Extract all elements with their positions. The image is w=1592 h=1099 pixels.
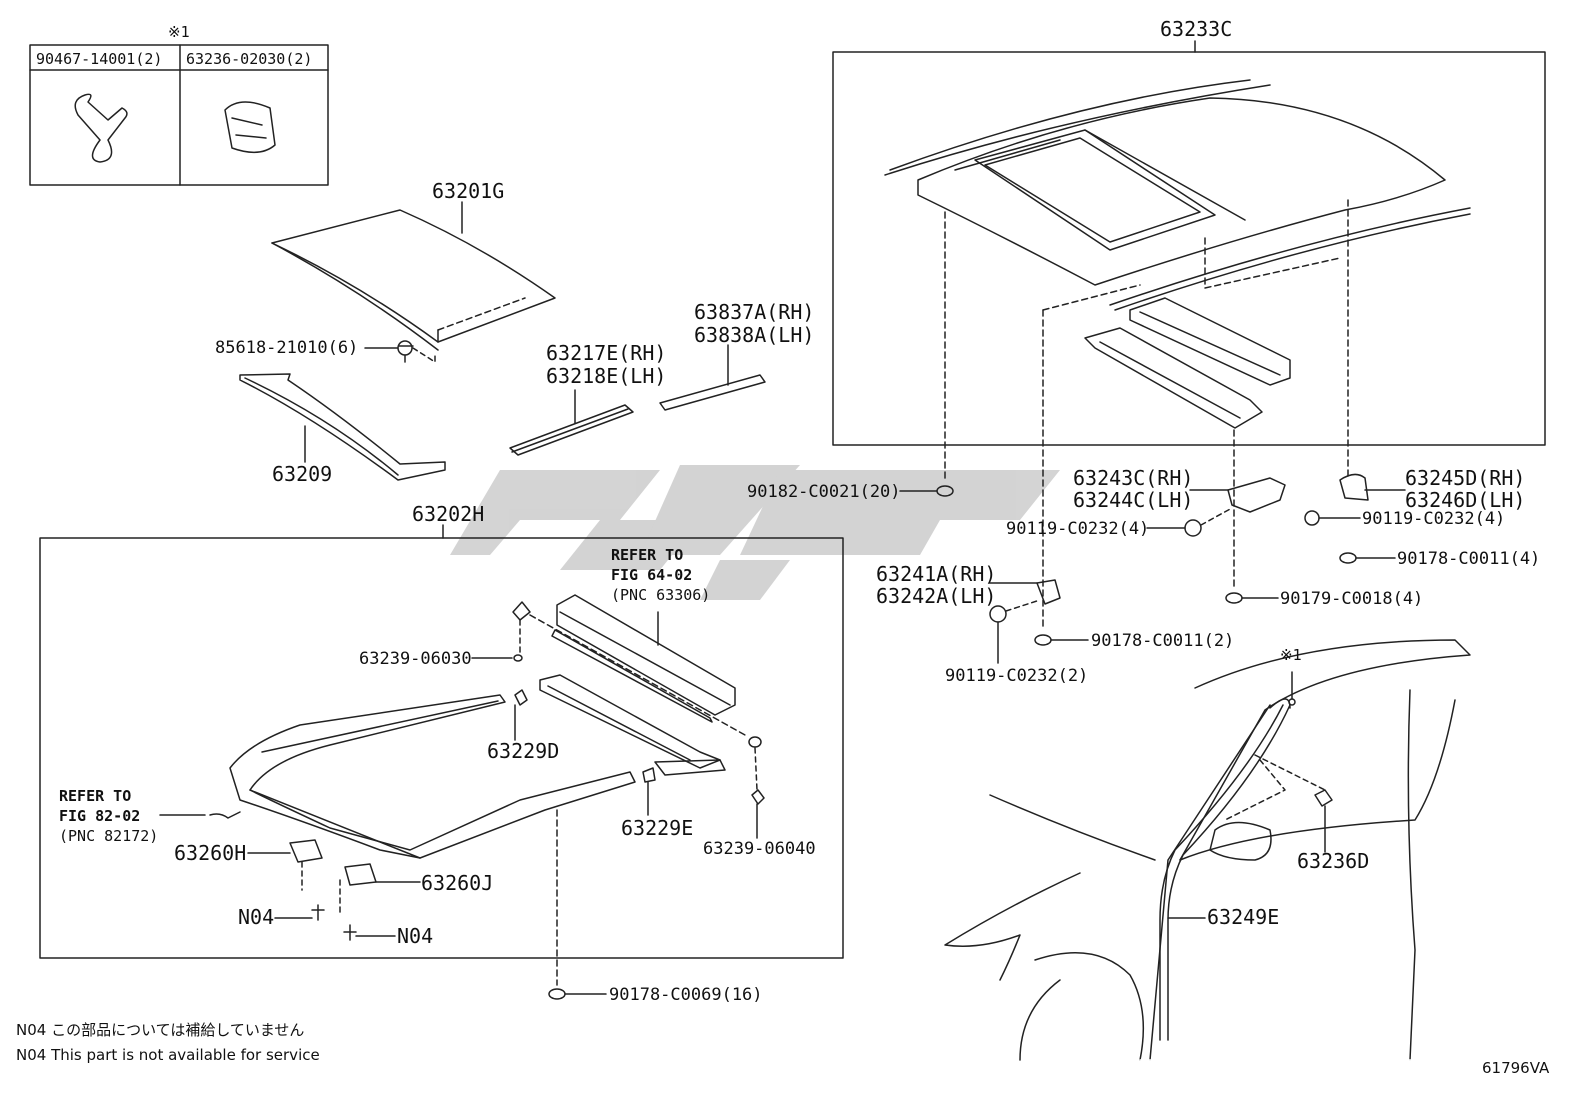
part-label-63239-06030: 63239-06030 bbox=[359, 649, 472, 669]
part-label-90178-mid: 90178-C0011(2) bbox=[1091, 631, 1235, 651]
molding-shape bbox=[659, 344, 766, 411]
part-label-90119-right: 90119-C0232(4) bbox=[1362, 509, 1506, 529]
part-label-63243C: 63243C(RH) bbox=[1073, 466, 1194, 490]
part-label-90119-mid: 90119-C0232(2) bbox=[945, 666, 1089, 686]
refer-64-line2: FIG 64-02 bbox=[611, 566, 693, 584]
part-label-63201G: 63201G bbox=[432, 179, 505, 203]
part-label-63229E: 63229E bbox=[621, 816, 694, 840]
roof-fasteners bbox=[899, 473, 1406, 664]
part-label-63245D: 63245D(RH) bbox=[1405, 466, 1526, 490]
sunroof-housing-box bbox=[39, 524, 844, 1000]
roof-clip-shape bbox=[364, 340, 436, 363]
part-label-63838A: 63838A(LH) bbox=[694, 323, 815, 347]
roof-assembly-box bbox=[832, 40, 1546, 631]
part-label-63244C: 63244C(LH) bbox=[1073, 488, 1194, 512]
part-label-63246D: 63246D(LH) bbox=[1405, 488, 1526, 512]
part-label-63217E: 63217E(RH) bbox=[546, 341, 667, 365]
part-label-63837A: 63837A(RH) bbox=[694, 300, 815, 324]
part-label-90119-left: 90119-C0232(4) bbox=[1006, 519, 1150, 539]
part-label-63260J: 63260J bbox=[421, 871, 494, 895]
car-outline bbox=[944, 639, 1591, 1061]
part-label-90178-C0069: 90178-C0069(16) bbox=[609, 985, 763, 1005]
part-label-63239-06040: 63239-06040 bbox=[703, 839, 816, 859]
refer-82-line3: (PNC 82172) bbox=[59, 827, 159, 845]
refer-82-line1: REFER TO bbox=[59, 787, 132, 805]
refer-64-line3: (PNC 63306) bbox=[611, 586, 711, 604]
note-japanese: N04 この部品については補給していません bbox=[16, 1021, 305, 1039]
drain-mark: ※1 bbox=[1280, 646, 1302, 664]
deflector-shape bbox=[509, 389, 634, 456]
part-label-90178-right: 90178-C0011(4) bbox=[1397, 549, 1541, 569]
part-label-n04-upper: N04 bbox=[238, 905, 275, 929]
part-label-n04-lower: N04 bbox=[397, 924, 434, 948]
roof-panel-shape bbox=[271, 201, 556, 351]
part-label-63229D: 63229D bbox=[487, 739, 560, 763]
part-label-63236D: 63236D bbox=[1297, 849, 1370, 873]
part-label-90182: 90182-C0021(20) bbox=[747, 482, 901, 502]
legend-part-b: 63236-02030(2) bbox=[186, 50, 313, 68]
diagram-id: 61796VA bbox=[1482, 1059, 1550, 1077]
part-label-63218E: 63218E(LH) bbox=[546, 364, 667, 388]
part-label-90179: 90179-C0018(4) bbox=[1280, 589, 1424, 609]
part-label-63242A: 63242A(LH) bbox=[876, 584, 997, 608]
windshield-header-shape bbox=[239, 373, 446, 481]
part-label-63241A: 63241A(RH) bbox=[876, 562, 997, 586]
part-label-63209: 63209 bbox=[272, 462, 333, 486]
part-label-63233C: 63233C bbox=[1160, 17, 1233, 41]
refer-64-line1: REFER TO bbox=[611, 546, 684, 564]
part-label-63260H: 63260H bbox=[174, 841, 247, 865]
part-label-85618: 85618-21010(6) bbox=[215, 338, 359, 358]
part-label-63249E: 63249E bbox=[1207, 905, 1280, 929]
part-label-63202H: 63202H bbox=[412, 502, 485, 526]
legend-table-lines bbox=[29, 44, 329, 186]
note-english: N04 This part is not available for servi… bbox=[16, 1046, 320, 1064]
legend-part-a: 90467-14001(2) bbox=[36, 50, 163, 68]
refer-82-line2: FIG 82-02 bbox=[59, 807, 141, 825]
legend-mark: ※1 bbox=[168, 23, 190, 41]
